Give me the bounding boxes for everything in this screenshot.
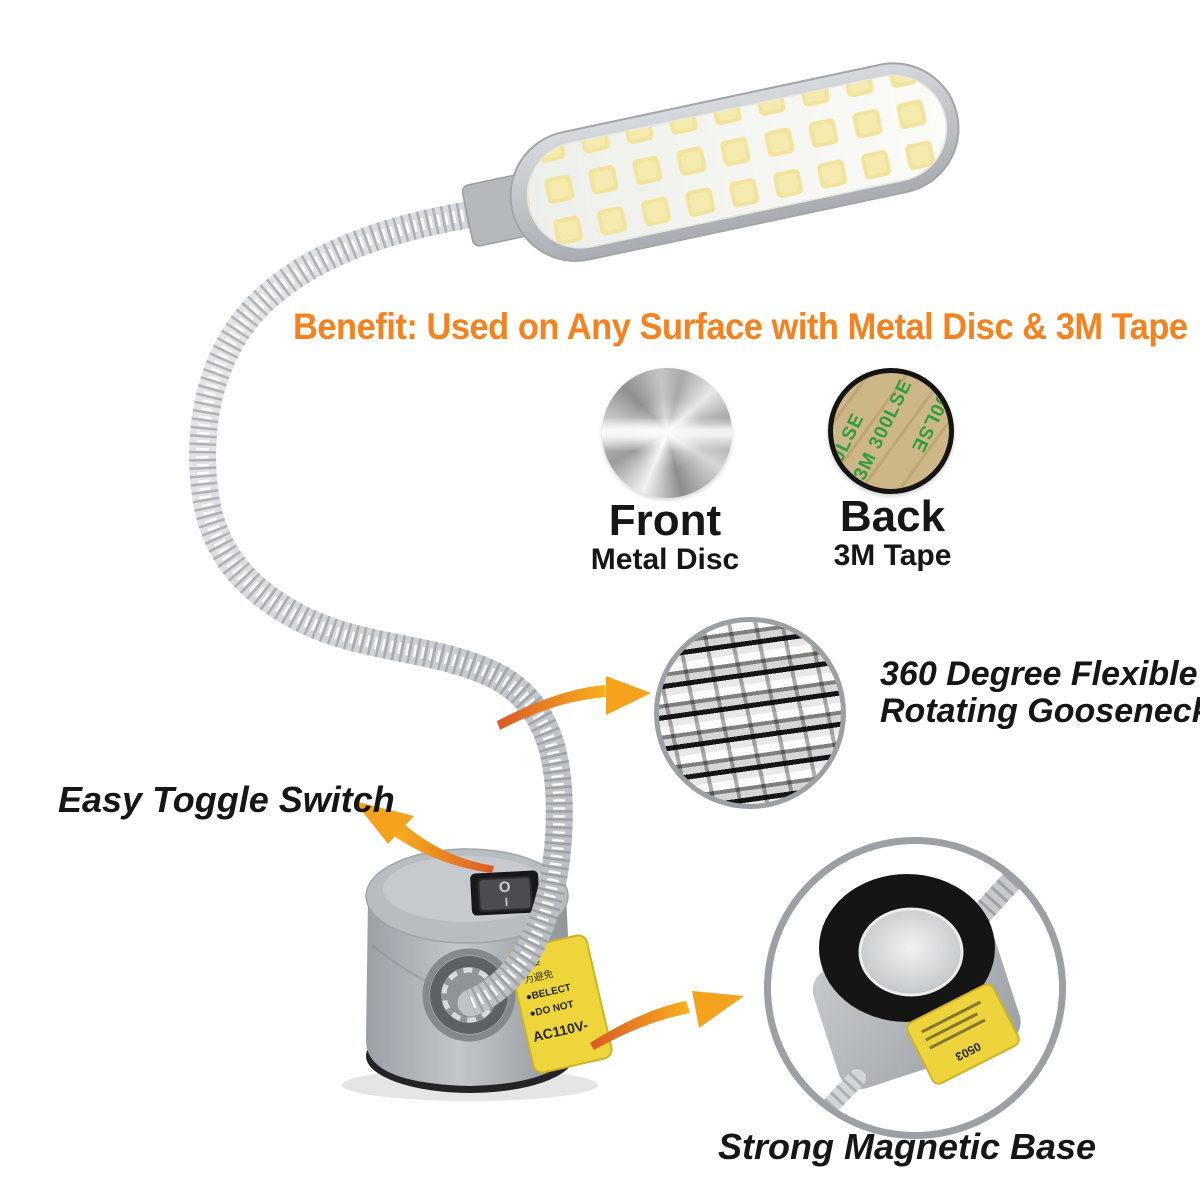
rocker-switch: O I	[470, 870, 540, 916]
neck-socket-ring	[422, 948, 516, 1042]
gooseneck-closeup-inset	[654, 617, 846, 809]
gooseneck-callout: 360 Degree Flexible Rotating Gooseneck	[880, 656, 1200, 729]
curved-arrow-to-gooseneck-inset	[497, 676, 651, 730]
gooseneck	[189, 196, 573, 1017]
tape-print-text: 3M 300LSE	[906, 373, 954, 456]
gooseneck-callout-line1: 360 Degree Flexible	[880, 655, 1198, 693]
lamp-head	[461, 62, 960, 262]
switch-on-symbol: O	[498, 879, 511, 897]
toggle-callout: Easy Toggle Switch	[58, 779, 395, 820]
curved-arrow-to-toggle-switch	[354, 801, 494, 873]
magnet-closeup: 0503	[803, 863, 1029, 1132]
inset-sticker: 0503	[906, 983, 1020, 1085]
curved-arrow-to-magnet-inset	[590, 991, 744, 1050]
tape-label: 3M Tape	[833, 539, 952, 572]
led-array	[527, 75, 947, 248]
magnet-callout: Strong Magnetic Base	[718, 1126, 1097, 1167]
adhesive-tape-image: 3M 300LSE 3M 300LSE 3M 300LSE	[828, 368, 954, 494]
headline: Benefit: Used on Any Surface with Metal …	[293, 306, 1188, 347]
back-label: Back	[839, 492, 946, 541]
switch-off-symbol: I	[504, 895, 508, 909]
magnetic-base-inset: 0503	[764, 837, 1066, 1139]
panel-edge	[526, 74, 947, 249]
front-label: Front	[608, 496, 722, 545]
metal-disc-image	[602, 368, 732, 498]
magnet-core	[858, 907, 964, 997]
metal-disc-label: Metal Disc	[590, 543, 740, 576]
lamp-base: 连接 为避免 ●BELECT ●DO NOT AC110V- O I	[342, 848, 613, 1101]
gooseneck-callout-line2: Rotating Gooseneck	[880, 691, 1200, 730]
